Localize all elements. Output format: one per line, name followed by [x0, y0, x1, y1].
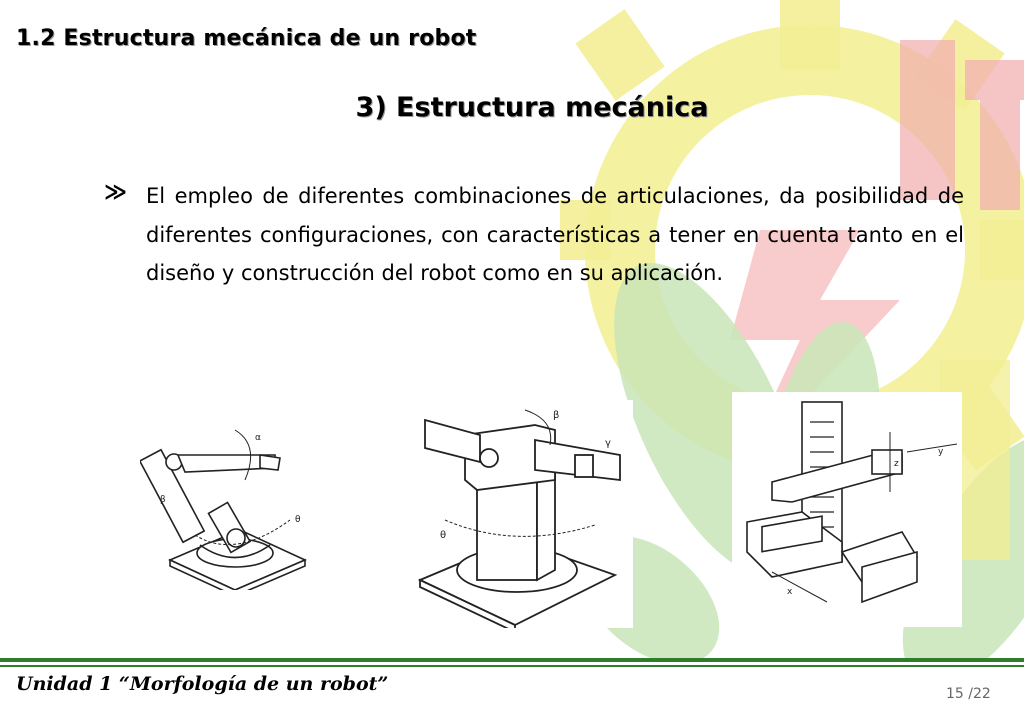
figure-polar-robot: β γ θ	[405, 400, 633, 628]
fig1-label-beta: β	[160, 495, 166, 505]
fig3-label-x: x	[787, 587, 793, 597]
fig1-label-theta: θ	[295, 515, 301, 525]
fig3-label-y: y	[938, 447, 944, 457]
fig2-label-theta: θ	[440, 530, 446, 541]
figure-articulated-robot: α β θ	[140, 410, 320, 590]
footer-unit-title: Unidad 1 “Morfología de un robot”	[16, 673, 389, 695]
figure-cartesian-robot: z y x	[732, 392, 962, 627]
footer-divider-thin	[0, 665, 1024, 667]
bullet-marker: ≫	[104, 180, 128, 205]
fig2-label-gamma: γ	[605, 438, 611, 449]
fig1-label-alpha: α	[255, 433, 261, 443]
footer-divider-thick	[0, 658, 1024, 662]
slide-title: 3) Estructura mecánica	[355, 92, 709, 123]
section-title: 1.2 Estructura mecánica de un robot	[16, 26, 477, 51]
bullet-paragraph: El empleo de diferentes combinaciones de…	[146, 184, 964, 285]
fig2-label-beta: β	[553, 410, 559, 421]
fig3-label-z: z	[894, 459, 899, 469]
page-number: 15 /22	[946, 686, 991, 702]
